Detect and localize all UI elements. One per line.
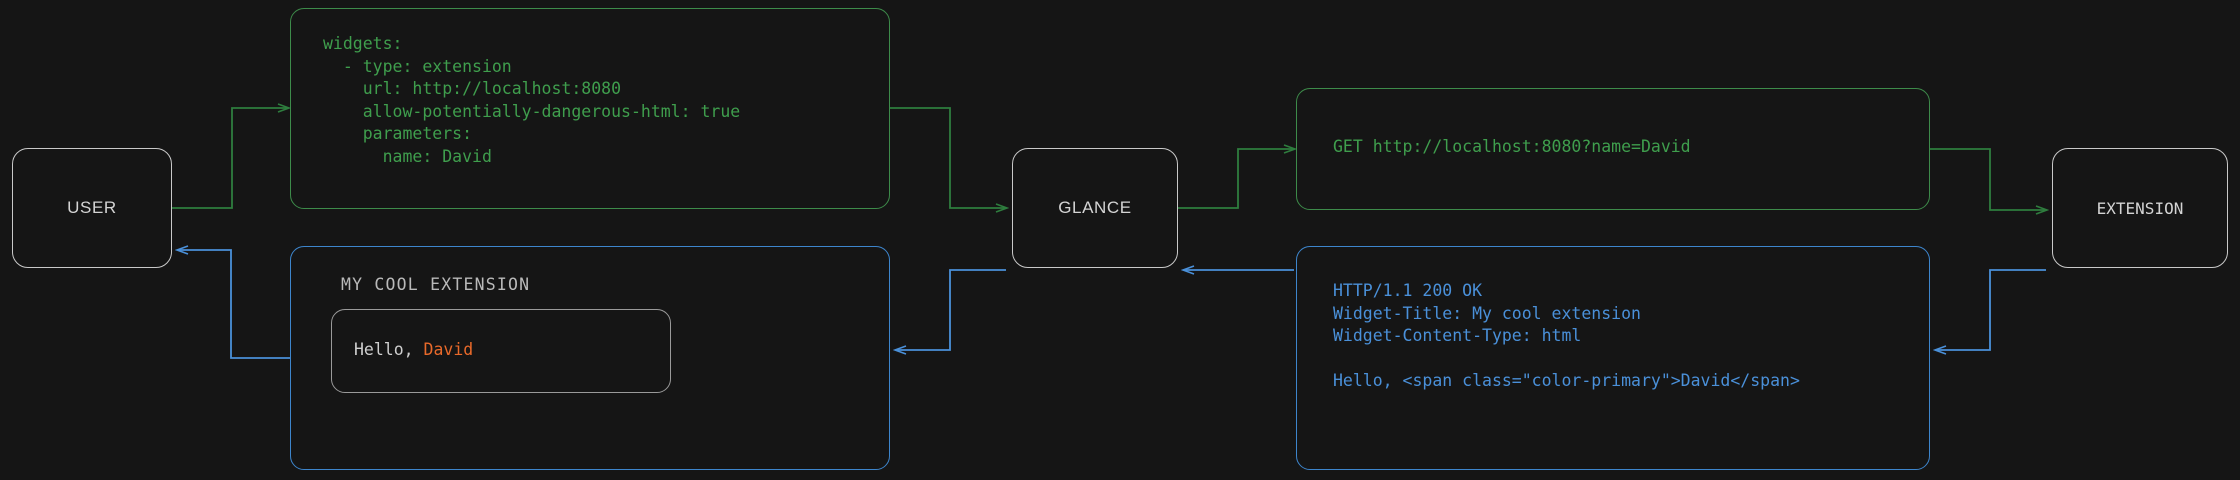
connector-widget-to-user: [178, 250, 290, 359]
http-get-request-text: GET http://localhost:8080?name=David: [1333, 137, 1691, 156]
widget-title: MY COOL EXTENSION: [341, 275, 531, 294]
node-extension-label: EXTENSION: [2096, 198, 2184, 218]
panel-rendered-widget: MY COOL EXTENSION Hello, David: [290, 246, 890, 470]
http-response-text: HTTP/1.1 200 OK Widget-Title: My cool ex…: [1333, 281, 1800, 391]
panel-http-response: HTTP/1.1 200 OK Widget-Title: My cool ex…: [1296, 246, 1930, 470]
connector-glance-to-widget: [896, 269, 1006, 350]
connector-config-to-glance: [890, 107, 1006, 208]
connector-glance-to-request: [1178, 149, 1294, 209]
connector-request-to-extension: [1930, 148, 2046, 210]
widget-greeting-name: David: [423, 340, 474, 359]
node-user-label: USER: [67, 198, 117, 217]
node-extension[interactable]: EXTENSION: [2052, 148, 2228, 268]
panel-http-get-request: GET http://localhost:8080?name=David: [1296, 88, 1930, 210]
node-glance[interactable]: GLANCE: [1012, 148, 1178, 268]
node-user[interactable]: USER: [12, 148, 172, 268]
widget-greeting-prefix: Hello,: [354, 340, 424, 359]
connector-user-to-config: [172, 108, 288, 209]
widget-content-card: Hello, David: [331, 309, 671, 393]
yaml-config-text: widgets: - type: extension url: http://l…: [323, 34, 741, 166]
panel-glance-yaml-config: widgets: - type: extension url: http://l…: [290, 8, 890, 209]
widget-greeting-text: Hello, David: [354, 340, 473, 359]
node-glance-label: GLANCE: [1058, 198, 1132, 217]
connector-extension-to-response: [1936, 269, 2046, 350]
